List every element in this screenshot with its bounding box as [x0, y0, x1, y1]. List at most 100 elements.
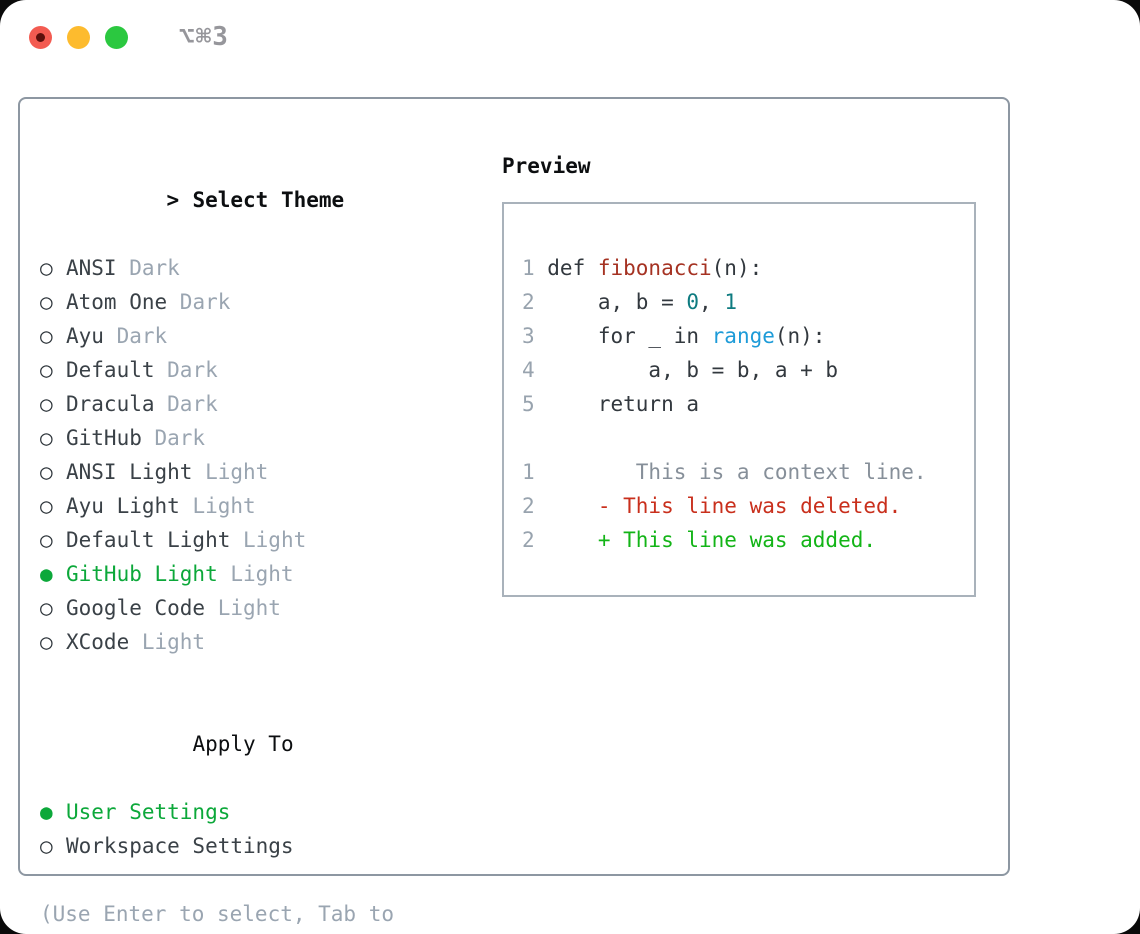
line-number: 2	[522, 290, 535, 314]
apply-to-header: Apply To	[40, 693, 502, 795]
hint-line: (Use Enter to select, Tab to	[40, 902, 395, 926]
variant-label: Light	[217, 562, 294, 586]
line-number: 2	[522, 528, 535, 552]
variant-label: Light	[179, 494, 256, 518]
prompt-icon: >	[166, 188, 180, 212]
theme-item-ansi-light[interactable]: ○ ANSI Light Light	[40, 455, 502, 489]
radio-selected-icon: ●	[40, 562, 53, 586]
title-bar: ⌥⌘3	[0, 0, 1140, 74]
apply-to-user-settings[interactable]: ● User Settings	[40, 795, 502, 829]
code-segment: This is a context line.	[547, 460, 927, 484]
line-number: 2	[522, 494, 535, 518]
preview-header: Preview	[502, 154, 591, 178]
variant-label: Light	[129, 630, 206, 654]
theme-item-google-code[interactable]: ○ Google Code Light	[40, 591, 502, 625]
theme-item-default[interactable]: ○ Default Dark	[40, 353, 502, 387]
preview-line: 2 - This line was deleted.	[522, 489, 974, 523]
option-label: Workspace Settings	[66, 834, 294, 858]
theme-selector-panel: >Select Theme ○ANSI Dark○Atom One Dark○A…	[18, 97, 1010, 926]
close-button-icon[interactable]	[29, 25, 52, 49]
apply-to-workspace-settings[interactable]: ○ Workspace Settings	[40, 829, 502, 863]
radio-unselected-icon: ○	[40, 358, 53, 382]
code-segment: def	[547, 256, 598, 280]
select-theme-label: Select Theme	[192, 188, 345, 212]
option-label: GitHub	[66, 426, 142, 450]
theme-item-xcode[interactable]: ○ XCode Light	[40, 625, 502, 659]
option-label: Default	[66, 358, 155, 382]
variant-label: Dark	[154, 392, 218, 416]
option-label: ANSI Light	[66, 460, 193, 484]
preview-line: 4 a, b = b, a + b	[522, 353, 974, 387]
radio-unselected-icon: ○	[40, 290, 53, 314]
minimize-button-icon[interactable]	[67, 25, 90, 49]
line-number: 5	[522, 392, 535, 416]
preview-line: 3 for _ in range(n):	[522, 319, 974, 353]
code-segment: (n):	[711, 256, 763, 280]
code-segment: return a	[547, 392, 699, 416]
radio-unselected-icon: ○	[40, 392, 53, 416]
variant-label: Light	[230, 528, 307, 552]
option-label: GitHub Light	[66, 562, 218, 586]
variant-label: Dark	[154, 358, 218, 382]
theme-list-column: >Select Theme ○ANSI Dark○Atom One Dark○A…	[40, 149, 502, 934]
code-segment: range	[711, 324, 775, 348]
theme-item-ayu-light[interactable]: ○Ayu Light Light	[40, 489, 502, 523]
code-segment: (n):	[774, 324, 826, 348]
theme-item-github-light[interactable]: ● GitHub Light Light	[40, 557, 502, 591]
theme-item-ansi[interactable]: ○ANSI Dark	[40, 251, 502, 285]
line-number: 1	[522, 256, 535, 280]
code-segment: ,	[699, 290, 725, 314]
option-label: Ayu Light	[66, 494, 180, 518]
preview-line: 5 return a	[522, 387, 974, 421]
zoom-button-icon[interactable]	[105, 25, 128, 49]
option-label: Default Light	[66, 528, 231, 552]
code-segment: - This line was deleted.	[547, 494, 902, 518]
radio-unselected-icon: ○	[40, 324, 53, 348]
code-segment: 0	[686, 290, 700, 314]
preview-line: 2 a, b = 0, 1	[522, 285, 974, 319]
theme-item-ayu[interactable]: ○ Ayu Dark	[40, 319, 502, 353]
line-number: 3	[522, 324, 535, 348]
line-number: 1	[522, 460, 535, 484]
hint-text: (Use Enter to select, Tab tochange focus…	[40, 897, 502, 934]
window-title: ⌥⌘3	[179, 22, 229, 52]
theme-item-dracula[interactable]: ○ Dracula Dark	[40, 387, 502, 421]
theme-item-github[interactable]: ○GitHub Dark	[40, 421, 502, 455]
code-segment: a, b =	[547, 290, 687, 314]
variant-label: Light	[192, 460, 269, 484]
code-segment: fibonacci	[597, 256, 712, 280]
apply-to-label: Apply To	[192, 732, 294, 756]
code-segment: + This line was added.	[547, 528, 877, 552]
option-label: Dracula	[66, 392, 155, 416]
variant-label: Dark	[103, 324, 168, 348]
radio-unselected-icon: ○	[40, 528, 53, 552]
code-segment: for _ in	[547, 324, 712, 348]
theme-item-default-light[interactable]: ○ Default Light Light	[40, 523, 502, 557]
radio-unselected-icon: ○	[40, 834, 53, 858]
code-segment: a, b = b, a + b	[547, 358, 839, 382]
preview-line: 1 def fibonacci(n):	[522, 251, 974, 285]
apply-to-list: ● User Settings ○ Workspace Settings	[40, 795, 502, 863]
variant-label: Light	[205, 596, 281, 620]
radio-selected-icon: ●	[40, 800, 53, 824]
radio-unselected-icon: ○	[40, 630, 53, 654]
radio-unselected-icon: ○	[40, 596, 53, 620]
preview-line: 1 This is a context line.	[522, 455, 974, 489]
select-theme-header: > Select Theme	[40, 149, 502, 251]
option-label: ANSI	[66, 256, 117, 280]
line-number: 4	[522, 358, 535, 382]
preview-line	[522, 421, 974, 455]
variant-label: Dark	[167, 290, 231, 314]
close-dot-icon	[36, 32, 45, 42]
preview-line: 2 + This line was added.	[522, 523, 974, 557]
radio-unselected-icon: ○	[40, 460, 53, 484]
option-label: Ayu	[66, 324, 104, 348]
option-label: User Settings	[66, 800, 231, 824]
option-label: XCode	[66, 630, 130, 654]
variant-label: Dark	[116, 256, 180, 280]
theme-item-atom-one[interactable]: ○Atom One Dark	[40, 285, 502, 319]
option-label: Google Code	[66, 596, 206, 620]
